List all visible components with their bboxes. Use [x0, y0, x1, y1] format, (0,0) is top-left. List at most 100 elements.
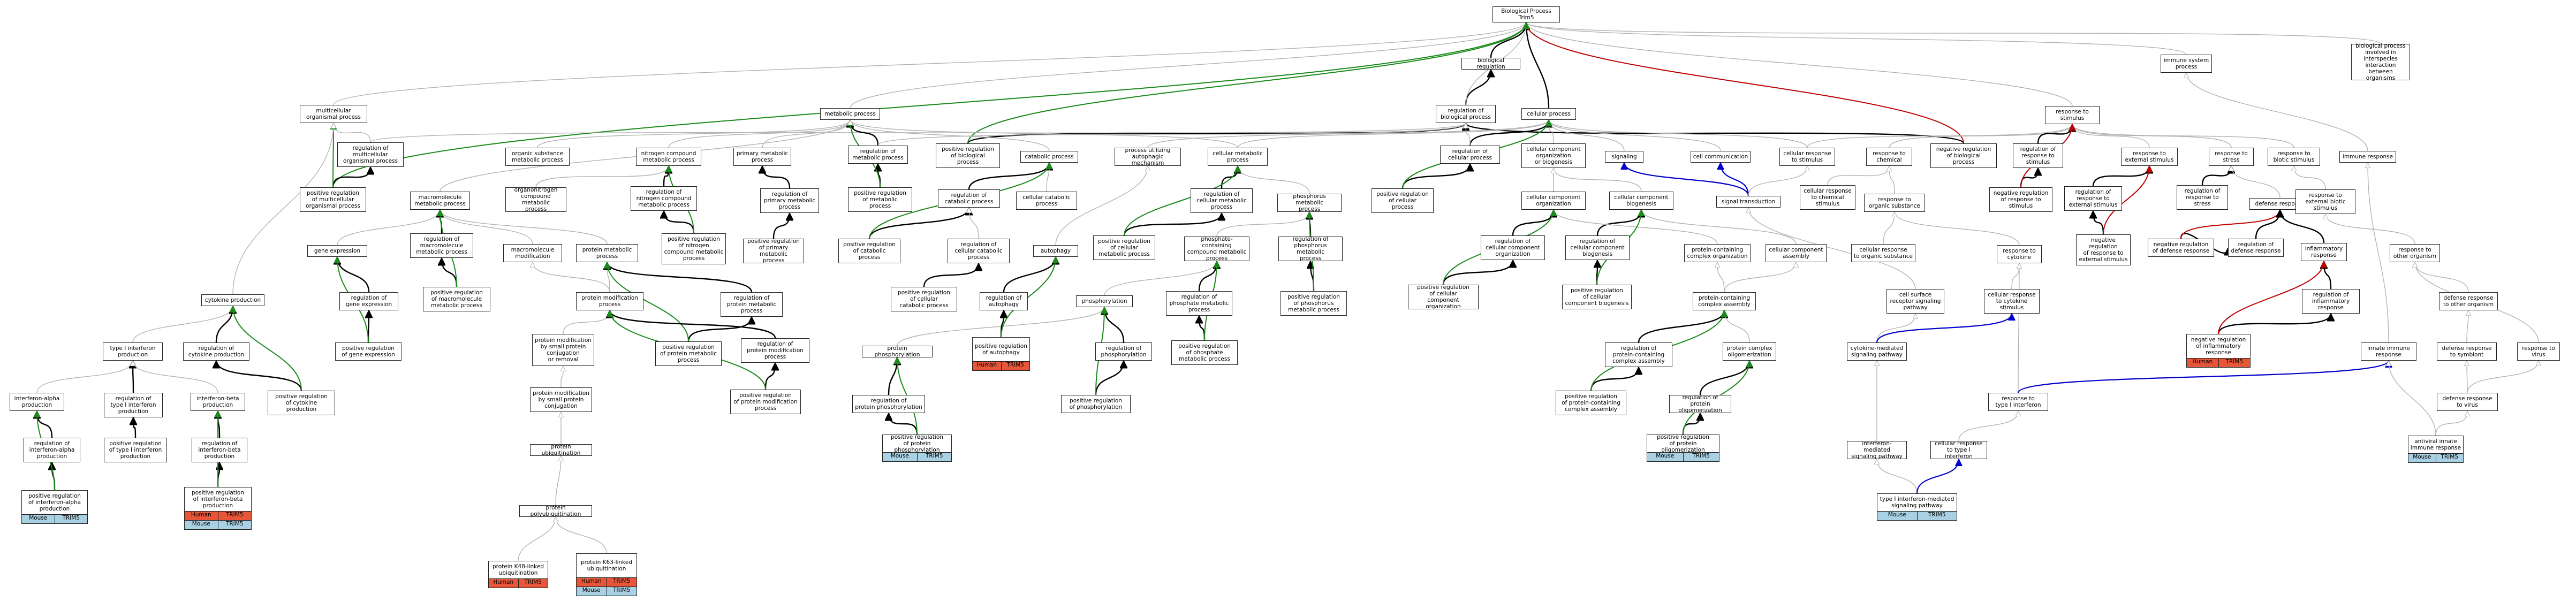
- go-term-reg-protein-complex-assembly[interactable]: regulation of protein-containing complex…: [1605, 342, 1672, 367]
- go-term-protein-phosph[interactable]: protein phosphorylation: [862, 345, 933, 358]
- go-term-pos-reg-gene-expr[interactable]: positive regulation of gene expression: [335, 342, 401, 361]
- go-term-reg-gene-expr[interactable]: regulation of gene expression: [339, 292, 398, 310]
- go-term-gene-expr[interactable]: gene expression: [307, 245, 367, 257]
- go-term-reg-autophagy[interactable]: regulation of autophagy: [980, 292, 1028, 310]
- go-term-reg-inflammatory[interactable]: regulation of inflammatory response: [2302, 289, 2360, 314]
- go-term-cellular[interactable]: cellular process: [1521, 108, 1576, 120]
- go-term-reg-cell-comp-org[interactable]: regulation of cellular component organiz…: [1481, 235, 1545, 260]
- go-term-inflammatory[interactable]: inflammatory response: [2301, 243, 2347, 261]
- go-term-resp-virus[interactable]: response to virus: [2517, 342, 2560, 361]
- go-term-reg-protein-mod[interactable]: regulation of protein modification proce…: [741, 338, 809, 363]
- go-term-reg-ifn-alpha[interactable]: regulation of interferon-alpha productio…: [24, 438, 80, 462]
- go-term-cell-comm[interactable]: cell communication: [1691, 151, 1751, 163]
- go-term-protein-met[interactable]: protein metabolic process: [576, 244, 638, 262]
- go-term-defense-other-org[interactable]: defense response to other organism: [2439, 292, 2498, 310]
- go-term-primary[interactable]: primary metabolic process: [733, 148, 791, 166]
- go-term-autophagic-mech[interactable]: process utilizing autophagic mechanism: [1115, 147, 1181, 166]
- go-term-biol-reg[interactable]: biological regulation: [1461, 57, 1520, 70]
- go-term-type1-ifn-prod[interactable]: type I interferon production: [103, 342, 163, 361]
- go-term-protein-polyubiq[interactable]: protein polyubiquitination: [519, 505, 592, 517]
- go-term-reg-cytokine-prod[interactable]: regulation of cytokine production: [183, 342, 249, 361]
- go-term-reg-biol[interactable]: regulation of biological process: [1436, 105, 1496, 123]
- go-term-defense-virus[interactable]: defense response to virus: [2437, 393, 2498, 411]
- go-term-cytokine-mediated[interactable]: cytokine-mediated signaling pathway: [1847, 342, 1907, 361]
- go-term-reg-metabolic[interactable]: regulation of metabolic process: [848, 146, 908, 164]
- go-term-resp-other-org[interactable]: response to other organism: [2390, 244, 2440, 262]
- go-term-protein-complex-org[interactable]: protein-containing complex organization: [1684, 244, 1751, 262]
- go-term-reg-protein-olig[interactable]: regulation of protein oligomerization: [1669, 394, 1731, 414]
- go-term-resp-stress[interactable]: response to stress: [2209, 148, 2254, 166]
- go-term-resp-org-sub[interactable]: response to organic substance: [1864, 194, 1925, 212]
- go-term-resp-chem[interactable]: response to chemical: [1866, 148, 1912, 166]
- go-term-reg-phosphorus[interactable]: regulation of phosphorus metabolic proce…: [1278, 236, 1343, 262]
- go-term-pos-reg-cell-comp-biog[interactable]: positive regulation of cellular componen…: [1562, 285, 1632, 309]
- go-term-pos-reg-autophagy[interactable]: positive regulation of autophagy: [972, 337, 1030, 362]
- go-term-ifn-beta-prod[interactable]: interferon-beta production: [191, 393, 245, 411]
- go-term-cytokine-prod[interactable]: cytokine production: [201, 294, 264, 306]
- go-term-cell-resp-org-sub[interactable]: cellular response to organic substance: [1851, 244, 1915, 262]
- go-term-defense-symbiont[interactable]: defense response to symbiont: [2437, 342, 2497, 361]
- go-term-reg-primary[interactable]: regulation of primary metabolic process: [760, 188, 819, 213]
- go-term-imm-resp[interactable]: immune response: [2339, 151, 2396, 163]
- go-term-pos-reg-cytokine-prod[interactable]: positive regulation of cytokine producti…: [268, 391, 335, 415]
- go-term-reg-macromol[interactable]: regulation of macromolecule metabolic pr…: [410, 233, 473, 258]
- go-term-metabolic[interactable]: metabolic process: [820, 108, 880, 120]
- go-term-pos-reg-ifn-alpha[interactable]: positive regulation of interferon-alpha …: [21, 490, 88, 515]
- go-term-cell-comp-org2[interactable]: cellular component organization: [1521, 192, 1586, 210]
- go-term-pos-reg-ifn-beta[interactable]: positive regulation of interferon-beta p…: [184, 487, 252, 512]
- go-term-pos-reg-primary[interactable]: positive regulation of primary metabolic…: [743, 238, 804, 264]
- go-term-cell-comp-biog[interactable]: cellular component biogenesis: [1609, 192, 1673, 210]
- go-term-reg-cell-catabolic[interactable]: regulation of cellular catabolic process: [948, 239, 1010, 263]
- go-term-bp[interactable]: Biological Process Trim5: [1492, 6, 1560, 22]
- go-term-reg-phosphorylation[interactable]: regulation of phosphorylation: [1095, 342, 1152, 361]
- go-term-pos-reg-protein-complex-assembly[interactable]: positive regulation of protein-containin…: [1556, 391, 1626, 415]
- go-term-reg-resp-ext[interactable]: regulation of response to external stimu…: [2064, 186, 2122, 211]
- go-term-reg-ifn-beta[interactable]: regulation of interferon-beta production: [192, 438, 247, 462]
- go-term-neg-reg-resp-stim[interactable]: negative regulation of response to stimu…: [1989, 187, 2052, 212]
- go-term-reg-nitrogen[interactable]: regulation of nitrogen compound metaboli…: [631, 186, 697, 211]
- go-term-imm-sys[interactable]: immune system process: [2161, 55, 2212, 73]
- go-term-pos-reg-phosphorus[interactable]: positive regulation of phosphorus metabo…: [1281, 291, 1347, 316]
- go-term-signal-trans[interactable]: signal transduction: [1716, 196, 1781, 208]
- go-term-reg-resp-stim[interactable]: regulation of response to stimulus: [2013, 143, 2063, 168]
- go-term-k63-ubiq[interactable]: protein K63-linked ubiquitination: [576, 553, 637, 578]
- go-term-protein-mod-small[interactable]: protein modification by small protein co…: [532, 334, 594, 366]
- go-term-resp-ext-biotic[interactable]: response to external biotic stimulus: [2295, 189, 2355, 214]
- go-term-resp-stim[interactable]: response to stimulus: [2045, 106, 2100, 124]
- go-term-ifn-mediated[interactable]: interferon-mediated signaling pathway: [1847, 440, 1907, 460]
- go-term-pos-reg-biol[interactable]: positive regulation of biological proces…: [936, 143, 1000, 168]
- go-term-cell-comp-assembly[interactable]: cellular component assembly: [1766, 244, 1827, 262]
- go-term-pos-reg-nitrogen[interactable]: positive regulation of nitrogen compound…: [662, 233, 726, 264]
- go-term-signaling[interactable]: signaling: [1605, 151, 1643, 163]
- go-term-cell-surface-receptor[interactable]: cell surface receptor signaling pathway: [1886, 289, 1944, 314]
- go-term-resp-type1-ifn[interactable]: response to type I interferon: [1988, 393, 2048, 411]
- go-term-protein-mod[interactable]: protein modification process: [576, 292, 643, 310]
- go-term-pos-reg-phosphate[interactable]: positive regulation of phosphate metabol…: [1171, 340, 1238, 365]
- go-term-pos-reg-protein-mod[interactable]: positive regulation of protein modificat…: [730, 390, 801, 414]
- go-term-protein-complex-olig[interactable]: protein complex oligomerization: [1723, 342, 1776, 361]
- go-term-reg-phosphate[interactable]: regulation of phosphate metabolic proces…: [1166, 291, 1232, 316]
- go-term-interspecies[interactable]: biological process involved in interspec…: [2351, 43, 2410, 81]
- go-term-organonitrogen[interactable]: organonitrogen compound metabolic proces…: [505, 187, 566, 212]
- go-term-reg-cell-comp-biog[interactable]: regulation of cellular component biogene…: [1565, 235, 1630, 260]
- go-term-pos-reg-protein-olig[interactable]: positive regulation of protein oligomeri…: [1647, 434, 1719, 453]
- go-term-macromol-mod[interactable]: macromolecule modification: [503, 244, 562, 262]
- go-term-org-sub[interactable]: organic substance metabolic process: [505, 148, 570, 166]
- go-term-phosphorus[interactable]: phosphorus metabolic process: [1277, 193, 1342, 212]
- go-term-reg-cellular[interactable]: regulation of cellular process: [1440, 146, 1500, 164]
- go-term-pos-reg-catabolic[interactable]: positive regulation of catabolic process: [838, 239, 900, 263]
- go-term-pos-reg-metabolic[interactable]: positive regulation of metabolic process: [848, 187, 912, 212]
- go-term-pos-reg-cell-comp-org[interactable]: positive regulation of cellular componen…: [1408, 284, 1479, 310]
- go-term-pos-reg-multicell[interactable]: positive regulation of multicellular org…: [300, 187, 366, 212]
- go-term-protein-ubiq[interactable]: protein ubiquitination: [530, 444, 592, 456]
- go-term-reg-type1-ifn[interactable]: regulation of type I interferon producti…: [104, 393, 163, 417]
- go-term-reg-catabolic[interactable]: regulation of catabolic process: [938, 189, 1000, 208]
- go-term-type1-ifn-pathway[interactable]: type I interferon-mediated signaling pat…: [1877, 493, 1957, 512]
- go-term-neg-reg-resp-ext[interactable]: negative regulation of response to exter…: [2076, 234, 2131, 265]
- go-term-pos-reg-macromol[interactable]: positive regulation of macromolecule met…: [423, 287, 490, 311]
- go-term-pos-reg-phosphorylation[interactable]: positive regulation of phosphorylation: [1061, 395, 1131, 413]
- go-term-phosphate[interactable]: phosphate-containing compound metabolic …: [1184, 236, 1249, 262]
- go-term-protein-complex-assembly[interactable]: protein-containing complex assembly: [1693, 292, 1756, 310]
- go-term-neg-reg-defense[interactable]: negative regulation of defense response: [2148, 239, 2214, 257]
- go-term-catabolic[interactable]: catabolic process: [1020, 151, 1078, 163]
